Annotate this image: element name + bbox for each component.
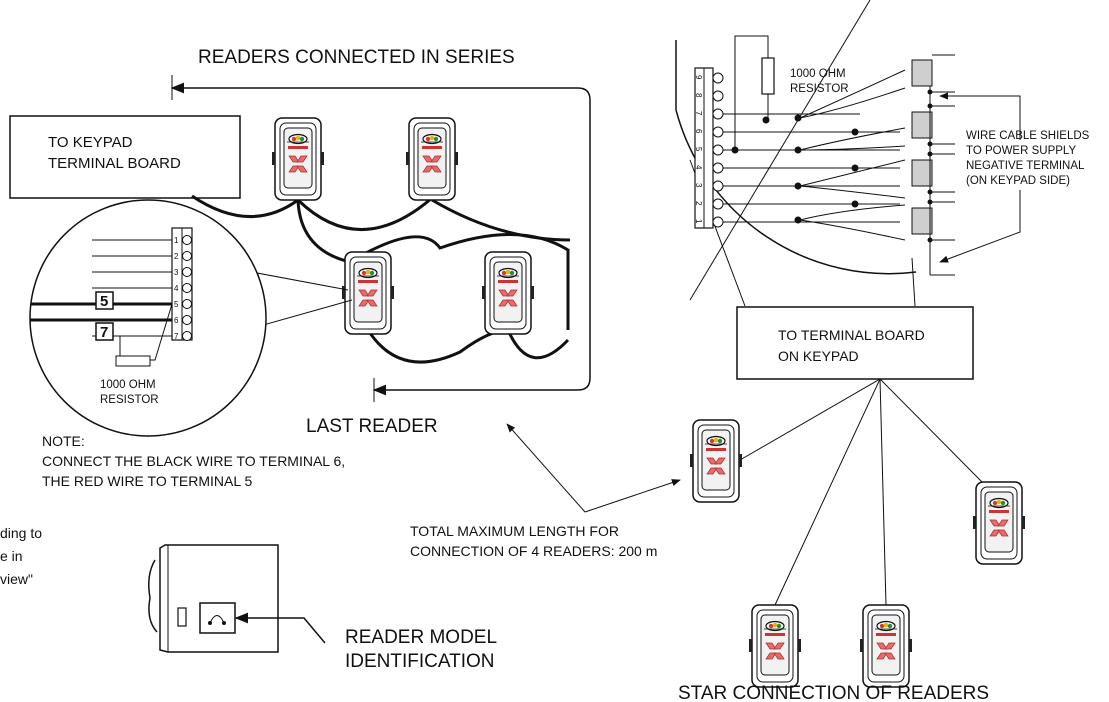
svg-text:9: 9	[694, 75, 703, 80]
star-reader-2	[972, 481, 1026, 565]
terminal-board-line1: TO TERMINAL BOARD	[778, 327, 925, 343]
top-resistor-line2: RESISTOR	[790, 83, 849, 95]
series-wire-e	[506, 329, 570, 360]
return-wire-bottom	[372, 100, 591, 396]
star-reader-4	[859, 604, 913, 688]
keypad-terminal-box	[9, 115, 241, 199]
wire-tag-7-box	[95, 322, 114, 341]
svg-text:5: 5	[174, 300, 179, 309]
wire-tag-5-box	[95, 291, 114, 310]
svg-text:3: 3	[174, 268, 179, 277]
model-id-arrow	[234, 612, 326, 644]
svg-text:1: 1	[174, 236, 179, 245]
svg-text:7: 7	[174, 332, 179, 341]
max-length-line1: TOTAL MAXIMUM LENGTH FOR	[410, 523, 619, 539]
length-arrow-right	[584, 479, 681, 513]
zoom-line-top-right	[911, 257, 916, 307]
note-line1: CONNECT THE BLACK WIRE TO TERMINAL 6,	[42, 453, 345, 469]
reader-side-view	[148, 544, 279, 653]
left-terminal-numbers: 1 2 3 4 5 6 7	[174, 236, 179, 341]
svg-text:6: 6	[694, 129, 703, 134]
star-reader-1	[689, 419, 743, 503]
svg-text:5: 5	[694, 147, 703, 152]
series-title: READERS CONNECTED IN SERIES	[198, 47, 515, 68]
svg-text:6: 6	[174, 316, 179, 325]
series-reader-4	[481, 251, 535, 335]
star-wires	[739, 378, 986, 606]
note-line2: THE RED WIRE TO TERMINAL 5	[42, 473, 253, 489]
note-title: NOTE:	[42, 433, 85, 449]
left-resistor-line2: RESISTOR	[100, 394, 159, 406]
svg-text:4: 4	[174, 284, 179, 293]
shields-line1: WIRE CABLE SHIELDS	[966, 130, 1090, 142]
shield-arrow-top	[939, 92, 1021, 140]
shield-arrow-bottom	[939, 190, 1021, 263]
svg-text:7: 7	[694, 111, 703, 116]
series-reader-2	[405, 117, 459, 201]
svg-text:8: 8	[694, 93, 703, 98]
wire-tag-5: 5	[100, 293, 108, 310]
svg-text:2: 2	[694, 201, 703, 206]
series-wire-a	[191, 194, 299, 218]
return-wire-top	[170, 82, 591, 101]
series-reader-1	[271, 117, 325, 201]
model-id-line2: IDENTIFICATION	[345, 651, 495, 672]
side-text-line1: ding to	[0, 525, 42, 541]
length-arrow-left	[506, 423, 586, 513]
svg-text:3: 3	[694, 183, 703, 188]
wire-tag-7: 7	[100, 324, 108, 341]
shields-line2: TO POWER SUPPLY	[966, 145, 1076, 157]
top-terminal-numbers: 9 8 7 6 5 4 3 2 1	[694, 75, 703, 224]
terminal-board-box	[736, 306, 974, 380]
model-id-plate	[199, 602, 236, 634]
terminal-board-line2: ON KEYPAD	[778, 348, 859, 364]
keypad-box-line1: TO KEYPAD	[48, 134, 133, 151]
keypad-box-line2: TERMINAL BOARD	[48, 155, 181, 172]
cable-shields	[911, 54, 955, 276]
top-detail-arc	[675, 109, 917, 275]
last-reader-label: LAST READER	[306, 416, 438, 437]
star-title: STAR CONNECTION OF READERS	[678, 683, 989, 702]
shields-line4: (ON KEYPAD SIDE)	[966, 175, 1070, 187]
left-detail-circle	[29, 199, 267, 437]
top-terminal-block	[689, 0, 906, 301]
model-id-line1: READER MODEL	[345, 627, 497, 648]
svg-text:2: 2	[174, 252, 179, 261]
svg-text:1: 1	[694, 219, 703, 224]
top-resistor-line1: 1000 OHM	[790, 68, 846, 80]
left-resistor-line1: 1000 OHM	[100, 379, 156, 391]
side-text-line2: e in	[0, 548, 23, 564]
side-text-line3: view"	[0, 571, 33, 587]
series-wire-b	[296, 196, 433, 231]
max-length-line2: CONNECTION OF 4 READERS: 200 m	[410, 543, 657, 559]
series-wire-d	[366, 328, 509, 364]
series-reader-3	[341, 251, 395, 335]
series-wire-f	[431, 198, 571, 242]
svg-text:4: 4	[694, 165, 703, 170]
shields-line3: NEGATIVE TERMINAL	[966, 160, 1085, 172]
star-reader-3	[748, 604, 802, 688]
